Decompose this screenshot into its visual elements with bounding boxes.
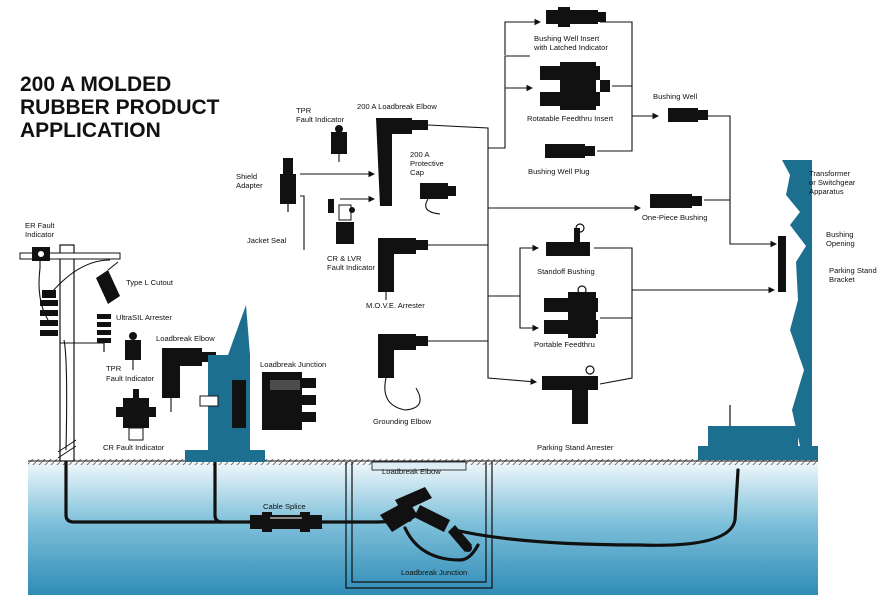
one-piece-bushing-icon: [650, 194, 702, 208]
label-transformer-3: Apparatus: [809, 187, 844, 196]
label-loadbreak-elbow-200a: 200 A Loadbreak Elbow: [357, 102, 437, 111]
label-grounding-elbow: Grounding Elbow: [373, 417, 432, 426]
ultrasil-arrester-icon: [97, 314, 111, 352]
label-loadbreak-junction-top: Loadbreak Junction: [260, 360, 326, 369]
shield-adapter-icon: [280, 158, 296, 212]
label-jacket-seal: Jacket Seal: [247, 236, 287, 245]
label-bushing-well-plug: Bushing Well Plug: [528, 167, 590, 176]
title-line-3: APPLICATION: [20, 119, 161, 142]
label-parking-stand-arrester: Parking Stand Arrester: [537, 443, 614, 452]
tpr-fault-indicator-pole-icon: [125, 332, 141, 370]
label-loadbreak-elbow-pole: Loadbreak Elbow: [156, 334, 215, 343]
label-cr-fault-indicator: CR Fault Indicator: [103, 443, 165, 452]
move-arrester-icon: [378, 238, 428, 300]
label-cr-lvr-fault-indicator-2: Fault Indicator: [327, 263, 376, 272]
label-er-fault-indicator-2: Indicator: [25, 230, 55, 239]
underground-cable: [64, 423, 740, 562]
utility-pole: [19, 244, 121, 462]
standoff-bushing-icon: [546, 223, 590, 256]
bushing-well-icon: [668, 108, 708, 122]
parking-stand-arrester-icon: [542, 365, 598, 424]
label-cr-lvr-fault-indicator-1: CR & LVR: [327, 254, 362, 263]
cr-lvr-fault-indicator-icon: [336, 204, 355, 244]
type-l-cutout-icon: [96, 261, 120, 304]
transformer-apparatus: [698, 160, 818, 460]
loadbreak-junction-icon: [262, 372, 316, 430]
label-type-l-cutout: Type L Cutout: [126, 278, 174, 287]
portable-feedthru-icon: [544, 285, 598, 338]
label-parking-stand-bracket-2: Bracket: [829, 275, 856, 284]
label-transformer-2: or Switchgear: [809, 178, 856, 187]
label-shield-adapter-1: Shield: [236, 172, 257, 181]
jacket-seal-icon: [328, 199, 334, 213]
label-protective-cap-2: Protective: [410, 159, 444, 168]
vault-loadbreak-elbow-junction: [380, 487, 472, 552]
title-line-2: RUBBER PRODUCT: [20, 96, 220, 119]
tpr-fault-indicator-top-icon: [331, 125, 347, 162]
grounding-elbow-icon: [378, 334, 428, 411]
label-one-piece-bushing: One-Piece Bushing: [642, 213, 707, 222]
label-move-arrester: M.O.V.E. Arrester: [366, 301, 425, 310]
label-er-fault-indicator-1: ER Fault: [25, 221, 55, 230]
label-parking-stand-bracket-1: Parking Stand: [829, 266, 877, 275]
pole-riser: [63, 339, 68, 451]
label-bushing-well-insert-2: with Latched Indicator: [533, 43, 608, 52]
label-bushing-opening-1: Bushing: [826, 230, 853, 239]
label-tpr-fault-indicator-top-2: Fault Indicator: [296, 115, 345, 124]
bushing-well-insert-icon: [546, 7, 606, 27]
label-portable-feedthru: Portable Feedthru: [534, 340, 595, 349]
label-loadbreak-elbow-vault: Loadbreak Elbow: [382, 467, 441, 476]
diagram-labels: ER Fault Indicator Type L Cutout UltraSI…: [25, 34, 877, 577]
label-protective-cap-3: Cap: [410, 168, 424, 177]
label-tpr-fault-indicator-pole-1: TPR: [106, 364, 122, 373]
cable-splice: [250, 512, 322, 532]
label-loadbreak-junction-vault: Loadbreak Junction: [401, 568, 467, 577]
label-tpr-fault-indicator-pole-2: Fault Indicator: [106, 374, 155, 383]
label-shield-adapter-2: Adapter: [236, 181, 263, 190]
label-cable-splice: Cable Splice: [263, 502, 306, 511]
pad-mount-junction: [185, 305, 265, 462]
label-tpr-fault-indicator-top-1: TPR: [296, 106, 312, 115]
protective-cap-icon: [420, 183, 456, 215]
cr-fault-indicator-icon: [116, 389, 156, 441]
loadbreak-elbow-200a-icon: [376, 118, 428, 206]
rotatable-feedthru-insert-icon: [540, 62, 610, 110]
label-bushing-well: Bushing Well: [653, 92, 697, 101]
bushing-well-plug-icon: [545, 144, 595, 158]
pole-insulator-icon: [40, 290, 58, 336]
label-protective-cap-1: 200 A: [410, 150, 430, 159]
diagram-title: 200 A MOLDED RUBBER PRODUCT APPLICATION: [20, 73, 220, 142]
label-bushing-opening-2: Opening: [826, 239, 855, 248]
title-line-1: 200 A MOLDED: [20, 73, 171, 96]
er-fault-indicator-icon: [32, 247, 50, 261]
label-standoff-bushing: Standoff Bushing: [537, 267, 595, 276]
connector-lines: [300, 18, 778, 385]
label-transformer-1: Transformer: [809, 169, 851, 178]
label-bushing-well-insert-1: Bushing Well Insert: [534, 34, 600, 43]
label-ultrasil-arrester: UltraSIL Arrester: [116, 313, 172, 322]
label-rotatable-feedthru-insert: Rotatable Feedthru Insert: [527, 114, 614, 123]
